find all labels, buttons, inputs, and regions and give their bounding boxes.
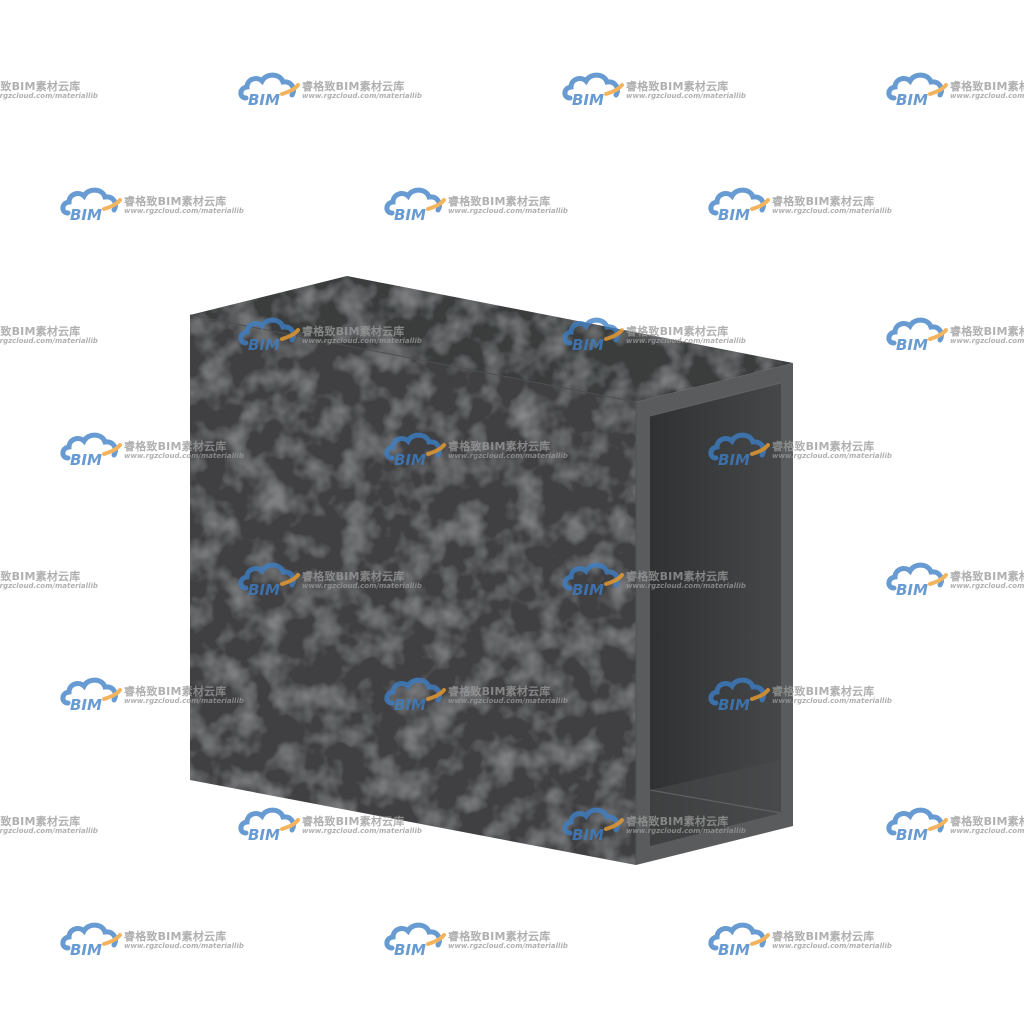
tube-inner-floor (650, 760, 781, 846)
tube-side-face (190, 315, 636, 865)
tube-inner-top-edge (649, 382, 782, 417)
tube-top-face (190, 276, 793, 402)
tube-hollow-interior (650, 383, 781, 846)
tube-inner-edge (649, 789, 782, 814)
